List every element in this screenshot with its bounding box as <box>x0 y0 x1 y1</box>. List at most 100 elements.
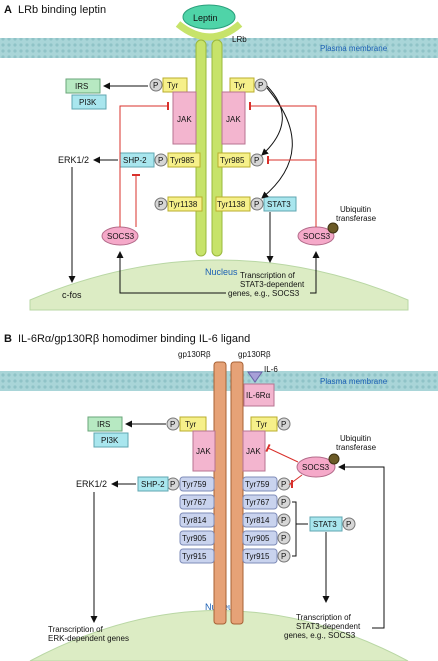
tyr-label: Tyr905 <box>182 534 207 543</box>
jak-b-right <box>242 430 266 472</box>
socs3-b <box>296 456 336 478</box>
tyr985-a-right-label: Tyr985 <box>220 156 245 165</box>
p-label: P <box>254 156 259 165</box>
p-right-column: P P P P P <box>277 477 291 563</box>
lrb-right-chain <box>211 39 223 257</box>
p-b-tyr-left <box>166 417 180 431</box>
p-label: P <box>281 480 286 489</box>
pi3k-a-label: PI3K <box>79 98 97 107</box>
gp130-left-chain <box>213 361 227 625</box>
tyr-label: Tyr915 <box>245 552 270 561</box>
tyr814-b-right <box>242 512 278 528</box>
tyr-label: Tyr767 <box>182 498 207 507</box>
jak-b-left <box>192 430 216 472</box>
shp2-b <box>137 476 169 492</box>
p-label: P <box>170 420 175 429</box>
tyr-label: Tyr814 <box>182 516 207 525</box>
tyr767-b-right <box>242 494 278 510</box>
socs3-a-right-label: SOCS3 <box>303 232 331 241</box>
p-label: P <box>170 480 175 489</box>
jak-b-right-label: JAK <box>246 447 261 456</box>
p-label: P <box>281 534 286 543</box>
transcription-a-line1: Transcription of <box>240 271 296 280</box>
tyr1138-a-right-label: Tyr1138 <box>217 200 246 209</box>
membrane-b-label: Plasma membrane <box>320 377 388 386</box>
tyr-a-right-label: Tyr <box>234 81 245 90</box>
tyr-label: Tyr759 <box>245 480 270 489</box>
transcription-a-line2: STAT3-dependent <box>240 280 305 289</box>
tyr985-a-left-label: Tyr985 <box>170 156 195 165</box>
arrow-jak-to-tyr1138 <box>261 87 293 199</box>
leptin-label: Leptin <box>193 13 218 23</box>
arrow-jak-to-tyr985 <box>261 85 283 156</box>
cfos-a: c-fos <box>62 290 82 300</box>
arrow-transcription-to-socs3-left <box>116 251 226 294</box>
tyr1138-a-left-label: Tyr1138 <box>169 200 198 209</box>
gp130-right-label: gp130Rβ <box>238 350 271 359</box>
ubiquitin-ball-a <box>327 222 339 234</box>
gp130-left-label: gp130Rβ <box>178 350 211 359</box>
p-a-shp2 <box>154 153 168 167</box>
arrow-transcription-to-socs3-b <box>338 463 385 629</box>
tyr814-b-left <box>179 512 215 528</box>
erk-b: ERK1/2 <box>76 479 107 489</box>
tyr1138-a-left <box>167 196 203 212</box>
stat3-b <box>309 516 343 532</box>
p-label: P <box>346 520 351 529</box>
transcription-stat3-line3: genes, e.g., SOCS3 <box>284 631 356 640</box>
nucleus-b <box>29 610 409 661</box>
tyr-label: Tyr767 <box>245 498 270 507</box>
erk-a: ERK1/2 <box>58 155 89 165</box>
ubiquitin-a-line1: Ubiquitin <box>340 205 371 214</box>
pi3k-b-label: PI3K <box>101 436 119 445</box>
transcription-a-line3: genes, e.g., SOCS3 <box>228 289 300 298</box>
lrb-left-chain <box>195 39 207 257</box>
socs3-b-label: SOCS3 <box>302 463 330 472</box>
p-label: P <box>281 552 286 561</box>
shp2-b-label: SHP-2 <box>141 480 165 489</box>
tyr759-b-right <box>242 476 278 492</box>
panel-a-letter: A <box>4 4 12 16</box>
stat3-a <box>263 196 297 212</box>
tyr905-b-right <box>242 530 278 546</box>
transcription-stat3-line2: STAT3-dependent <box>296 622 361 631</box>
transcription-erk-line1: Transcription of <box>48 625 104 634</box>
tyr-a-left-label: Tyr <box>167 81 178 90</box>
arrow-transcription-to-socs3-right <box>310 251 320 294</box>
inhibit-socs3-tyr985-a <box>267 156 317 227</box>
pi3k-a <box>71 94 107 110</box>
il6ra-receptor <box>243 383 275 407</box>
ubiquitin-b-line2: transferase <box>336 443 377 452</box>
irs-b-label: IRS <box>97 420 110 429</box>
p-label: P <box>281 516 286 525</box>
nucleus-a-label: Nucleus <box>205 267 238 277</box>
transcription-erk-line2: ERK-dependent genes <box>48 634 129 643</box>
p-label: P <box>281 498 286 507</box>
p-a-tyr1138-right <box>250 197 264 211</box>
p-label: P <box>254 200 259 209</box>
panel-a: A LRb binding leptin Nucleus Plasma memb… <box>0 4 438 311</box>
p-a-tyr-left <box>149 78 163 92</box>
bracket-tyr-stat3 <box>292 501 308 557</box>
lrb-arc <box>175 21 243 41</box>
panel-b-title: IL-6Rα/gp130Rβ homodimer binding IL-6 li… <box>18 333 250 345</box>
p-a-tyr1138-left <box>154 197 168 211</box>
p-label: P <box>258 81 263 90</box>
shp2-a-label: SHP-2 <box>123 156 147 165</box>
membrane-a-label: Plasma membrane <box>320 44 388 53</box>
tyr985-a-right <box>217 152 251 168</box>
tyr-label: Tyr814 <box>245 516 270 525</box>
tyr-b-left-label: Tyr <box>185 420 196 429</box>
p-a-tyr985 <box>250 153 264 167</box>
p-label: P <box>158 156 163 165</box>
p-label: P <box>158 200 163 209</box>
p-label: P <box>153 81 158 90</box>
leptin-ligand <box>182 4 236 30</box>
inhibit-socs3-tyr759-b <box>288 474 303 488</box>
p-a-tyr-right <box>254 78 268 92</box>
tyr-column-left: Tyr759 Tyr767 Tyr814 Tyr905 Tyr915 <box>179 476 215 564</box>
ubiquitin-b-line1: Ubiquitin <box>340 434 371 443</box>
p-label: P <box>281 420 286 429</box>
